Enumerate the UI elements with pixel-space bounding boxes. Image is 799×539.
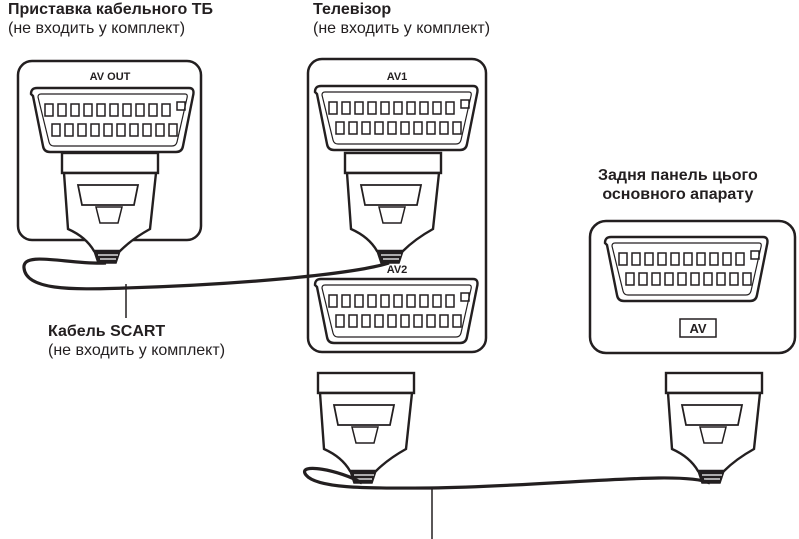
tv-label: Телевізор (не входить у комплект) (313, 0, 490, 38)
scart-cable-note: (не входить у комплект) (48, 342, 226, 359)
av-scart-socket[interactable] (603, 235, 769, 303)
scart-plug-cable-box (60, 151, 160, 265)
tv-title: Телевізор (313, 1, 392, 18)
cable-box-note: (не входить у комплект) (8, 20, 186, 37)
rear-panel-title-line2: основного апарату (602, 186, 754, 203)
av-out-port-label: AV OUT (90, 71, 131, 83)
av1-scart-socket[interactable] (313, 84, 479, 152)
scart-plug-main-unit (664, 371, 764, 485)
av1-port-label: AV1 (387, 71, 408, 83)
scart-cable-upper (22, 257, 390, 291)
av-out-scart-socket[interactable] (29, 86, 195, 154)
scart-cable-label: Кабель SCART (не входить у комплект) (48, 322, 225, 360)
scart-cable-lower (302, 466, 711, 490)
av2-scart-socket[interactable] (313, 277, 479, 345)
av-port-label: AV (689, 321, 706, 336)
cable-box-title: Приставка кабельного ТБ (8, 1, 213, 18)
cable-box-label: Приставка кабельного ТБ (не входить у ко… (8, 0, 213, 38)
scart-plug-av2 (316, 371, 416, 485)
av2-port-label: AV2 (387, 264, 408, 276)
scart-cable-title: Кабель SCART (48, 323, 166, 340)
av-port-label-box (679, 318, 717, 338)
tv-note: (не входить у комплект) (313, 20, 491, 37)
rear-panel-title-line1: Задня панель цього (598, 167, 758, 184)
rear-panel-label: Задня панель цього основного апарату (598, 166, 758, 204)
